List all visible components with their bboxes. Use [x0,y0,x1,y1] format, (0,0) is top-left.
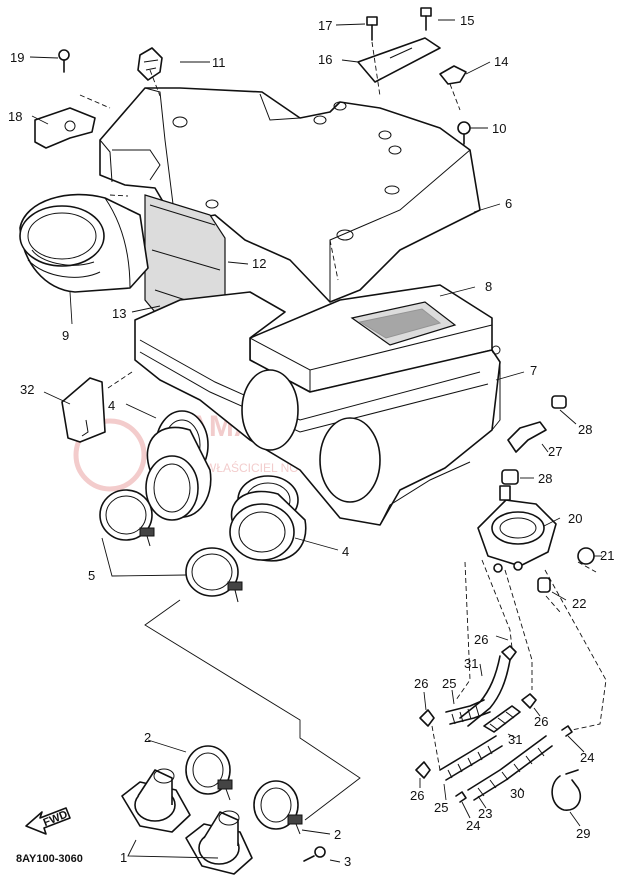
air-inlet-duct [19,193,149,293]
hose-31-lower [483,705,521,733]
diagram-code: 8AY100-3060 [16,853,83,865]
callout-32: 32 [20,382,34,397]
callout-19: 19 [10,50,24,65]
rear-cover-plate [61,377,106,443]
grommet-21 [577,547,595,565]
reed-valve-assembly [477,485,557,573]
rubber-joint-right [229,475,307,562]
hose-30 [467,735,553,801]
breather-hose-27 [507,421,547,453]
callout-6: 6 [505,196,512,211]
callout-labels: 19 11 18 16 17 15 14 10 6 12 13 9 8 7 32… [8,13,614,869]
callout-11: 11 [212,55,226,70]
callout-8: 8 [485,279,492,294]
callout-12: 12 [252,256,266,271]
callout-23: 23 [478,806,492,821]
plug-28-lower [501,469,519,485]
callout-4-upper: 4 [108,398,115,413]
callout-25-upper: 25 [442,676,456,691]
callout-31-upper: 31 [464,656,478,671]
callout-21: 21 [600,548,614,563]
callout-10: 10 [492,121,506,136]
callout-18: 18 [8,109,22,124]
callout-1: 1 [120,850,127,865]
forward-arrow-icon: FWD [25,807,71,835]
clip-24 [455,725,573,803]
callout-2-lower: 2 [334,827,341,842]
air-filter-element [249,284,493,393]
bolt-17 [366,16,378,41]
callout-9: 9 [62,328,69,343]
hose-25-lower [439,735,503,781]
callout-25-lower: 25 [434,800,448,815]
callout-5: 5 [88,568,95,583]
callout-26-right: 26 [534,714,548,729]
bracket-18 [34,107,96,149]
callout-14: 14 [494,54,508,69]
hose-clamp-lower [185,547,243,603]
callout-3: 3 [344,854,351,869]
hose-clamp-upper [99,489,155,547]
clip-bracket-11 [137,47,163,81]
callout-20: 20 [568,511,582,526]
fwd-label: FWD [42,809,70,830]
spacer-22 [537,577,551,593]
screw-19 [58,49,70,73]
callout-24-right: 24 [580,750,594,765]
air-box-case [134,291,501,526]
callout-22: 22 [572,596,586,611]
carburetor-joint-upper [121,768,191,833]
callout-29: 29 [576,826,590,841]
callout-31-lower: 31 [508,732,522,747]
callout-13: 13 [112,306,126,321]
callout-15: 15 [460,13,474,28]
callout-26-top: 26 [474,632,488,647]
leader-lines [29,19,602,863]
carburetor-joint-lower [185,810,253,875]
callout-27: 27 [548,444,562,459]
callout-7: 7 [530,363,537,378]
assembly-lines [144,599,361,821]
hose-clip-26 [415,645,537,779]
callout-16: 16 [318,52,332,67]
screw [303,846,326,862]
carburetor-clamp-lower [253,780,303,835]
routing-lines [79,41,607,771]
callout-26-left: 26 [414,676,428,691]
callout-17: 17 [318,18,332,33]
callout-24-lower: 24 [466,818,480,833]
clip-14 [439,65,467,85]
clamp-29 [551,769,582,811]
plug-28-upper [551,395,567,409]
air-box-cover [99,87,481,303]
grommet-10 [457,121,471,145]
bolt-15 [420,7,432,31]
callout-28-upper: 28 [578,422,592,437]
hose-25-upper [445,699,491,725]
carburetor-clamp-upper [185,745,233,801]
callout-26-lower: 26 [410,788,424,803]
rubber-joint-left [145,410,212,521]
callout-4-lower: 4 [342,544,349,559]
callout-30: 30 [510,786,524,801]
bracket-16 [357,37,441,83]
callout-2-upper: 2 [144,730,151,745]
callout-28-lower: 28 [538,471,552,486]
